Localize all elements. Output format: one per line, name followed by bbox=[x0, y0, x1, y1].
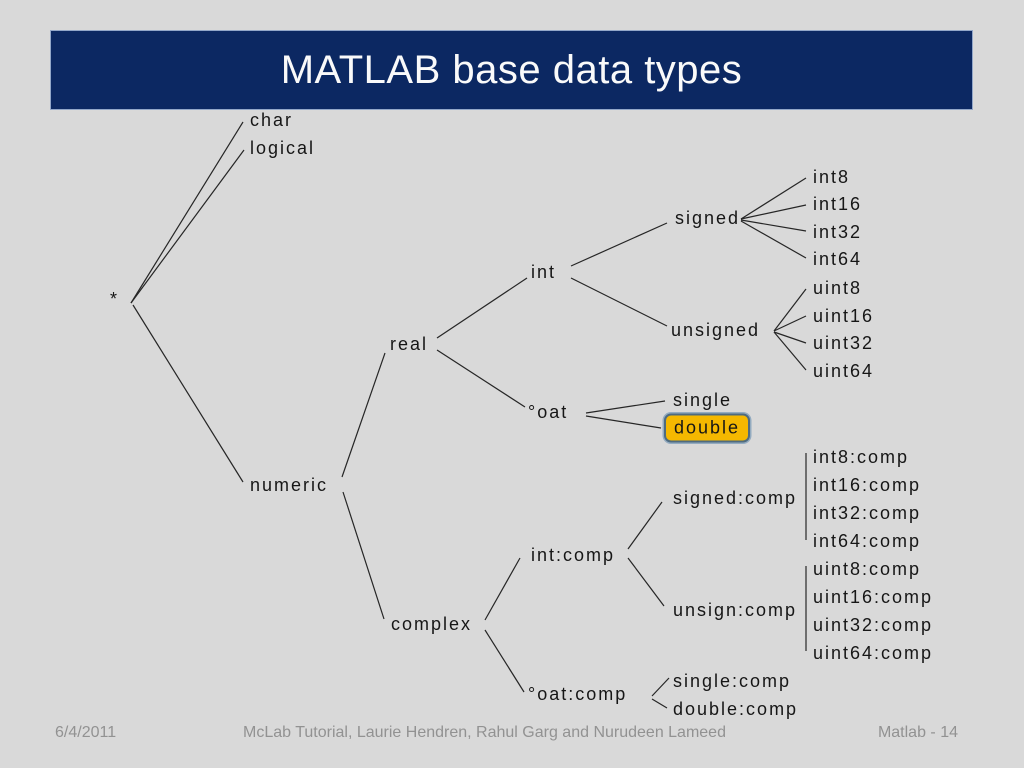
node-int8: int8 bbox=[813, 167, 851, 187]
node-signed_comp: signed:comp bbox=[673, 488, 798, 508]
node-int16: int16 bbox=[813, 194, 863, 214]
tree-edge bbox=[436, 277, 528, 339]
node-int64_comp: int64:comp bbox=[813, 531, 922, 551]
node-signed: signed bbox=[675, 208, 741, 228]
node-uint16_comp: uint16:comp bbox=[813, 587, 934, 607]
node-int32_comp: int32:comp bbox=[813, 503, 922, 523]
tree-edge bbox=[484, 629, 525, 693]
footer-credits: McLab Tutorial, Laurie Hendren, Rahul Ga… bbox=[243, 724, 726, 741]
tree-edge bbox=[585, 415, 662, 429]
node-int64: int64 bbox=[813, 249, 863, 269]
tree-edge bbox=[570, 222, 668, 267]
node-uint64: uint64 bbox=[813, 361, 875, 381]
slide-title-bar: MATLAB base data types bbox=[50, 30, 973, 110]
node-int_comp: int:comp bbox=[531, 545, 616, 565]
tree-edge bbox=[132, 304, 244, 483]
node-uint64_comp: uint64:comp bbox=[813, 643, 934, 663]
tree-edge bbox=[130, 121, 244, 304]
tree-edge bbox=[436, 349, 526, 408]
node-single: single bbox=[673, 390, 733, 410]
tree-edge bbox=[773, 315, 807, 332]
tree-edge bbox=[651, 698, 668, 709]
tree-edge bbox=[627, 501, 663, 550]
tree-edge bbox=[773, 288, 807, 332]
node-unsign_comp: unsign:comp bbox=[673, 600, 798, 620]
node-root: * bbox=[110, 289, 120, 309]
node-complex: complex bbox=[391, 614, 473, 634]
node-single_comp: single:comp bbox=[673, 671, 792, 691]
tree-edge bbox=[570, 277, 668, 327]
node-numeric: numeric bbox=[250, 475, 329, 495]
tree-edge bbox=[585, 400, 666, 414]
tree-edge bbox=[740, 204, 807, 220]
node-double_comp: double:comp bbox=[673, 699, 799, 719]
node-real: real bbox=[390, 334, 429, 354]
tree-edge bbox=[773, 331, 807, 371]
tree-edge bbox=[341, 352, 386, 478]
tree-edge bbox=[740, 177, 807, 220]
node-logical: logical bbox=[250, 138, 316, 158]
node-uint8_comp: uint8:comp bbox=[813, 559, 922, 579]
node-int8_comp: int8:comp bbox=[813, 447, 910, 467]
node-uint32: uint32 bbox=[813, 333, 875, 353]
node-uint32_comp: uint32:comp bbox=[813, 615, 934, 635]
tree-edge bbox=[484, 557, 521, 621]
tree-edge bbox=[627, 557, 665, 607]
footer-date: 6/4/2011 bbox=[55, 724, 117, 741]
footer-page-number: Matlab - 14 bbox=[877, 724, 958, 741]
tree-edge bbox=[740, 219, 807, 232]
node-int32: int32 bbox=[813, 222, 863, 242]
node-float: °oat bbox=[528, 402, 569, 422]
node-int16_comp: int16:comp bbox=[813, 475, 922, 495]
node-float_comp: °oat:comp bbox=[528, 684, 628, 704]
node-unsigned: unsigned bbox=[671, 320, 761, 340]
tree-edge bbox=[651, 677, 670, 697]
tree-edge bbox=[130, 149, 245, 304]
page-title: MATLAB base data types bbox=[280, 47, 743, 92]
tree-edge bbox=[342, 491, 385, 620]
tree-edge bbox=[740, 220, 807, 259]
node-int: int bbox=[531, 262, 557, 282]
node-double: double bbox=[664, 413, 751, 443]
tree-edge bbox=[773, 331, 807, 344]
node-uint16: uint16 bbox=[813, 306, 875, 326]
node-char: char bbox=[250, 110, 294, 130]
node-uint8: uint8 bbox=[813, 278, 863, 298]
